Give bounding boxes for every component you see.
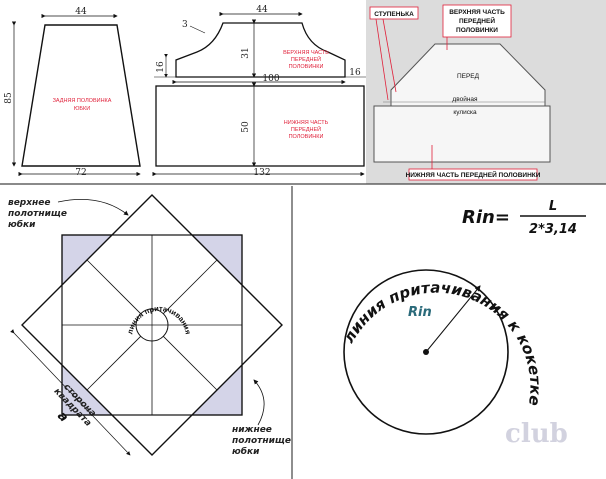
front-lower-label-3: ПОЛОВИНКИ [289,134,324,140]
bottom-label-2: полотнище [232,436,291,446]
upper-top-width: 44 [256,5,268,15]
right-side-drop: 16 [349,68,361,78]
front-upper-label-3: ПОЛОВИНКИ [289,64,324,70]
photo-lower-piece [373,105,551,163]
curve-offset: 3 [182,20,188,30]
upper-callout-2: ПЕРЕДНЕЙ [459,16,495,25]
front-upper-shape [175,22,346,78]
arc-label: линия притачивания к кокетке [340,279,545,407]
upper-base-width: 100 [262,74,279,84]
back-top-width: 44 [75,7,87,17]
front-lower-label-2: ПЕРЕДНЕЙ [291,125,321,133]
waist-circle-large [343,269,509,435]
lower-callout: НИЖНЯЯ ЧАСТЬ ПЕРЕДНЕЙ ПОЛОВИНКИ [406,170,541,179]
arc-label-text: линия притачивания к кокетке [340,279,545,407]
lower-width: 132 [253,168,270,178]
step-callout-box [369,6,419,20]
front-lower-shape [155,85,365,167]
watermark: club [505,419,568,449]
top-label-1: верхнее [8,198,50,208]
photo-panel: СТУПЕНЬКА ВЕРХНЯЯ ЧАСТЬ ПЕРЕДНЕЙ ПОЛОВИН… [366,0,606,184]
back-height: 85 [4,92,14,104]
front-upper-label-2: ПЕРЕДНЕЙ [291,55,321,63]
side-dimension-line [10,329,131,456]
upper-height: 31 [241,47,251,58]
curve-leader [189,25,206,34]
back-panel-label-1: ЗАДНЯЯ ПОЛОВИНКА [53,98,112,104]
bottom-label-3: юбки [232,446,260,457]
channel-label: кулиска [453,109,477,116]
formula-denominator: 2*3,14 [529,222,577,237]
front-lower-pattern: 50 132 НИЖНЯЯ ЧАСТЬ ПЕРЕДНЕЙ ПОЛОВИНКИ [152,82,365,178]
lower-height: 50 [241,121,251,133]
back-panel-label-2: ЮБКИ [74,106,90,112]
step-callout: СТУПЕНЬКА [374,11,414,18]
back-panel-pattern: 44 85 72 ЗАДНЯЯ ПОЛОВИНКА ЮБКИ [4,7,141,178]
left-side-drop: 16 [156,61,166,73]
lower-callout-box [408,168,538,181]
front-lower-label-1: НИЖНЯЯ ЧАСТЬ [284,120,329,126]
double-label: двойная [452,95,478,103]
top-label-2: полотнище [8,209,67,219]
bottom-label-arrow [253,379,265,426]
front-upper-label-1: ВЕРХНЯЯ ЧАСТЬ [283,50,329,56]
front-label: ПЕРЕД [457,73,480,80]
radius-label: Rin [408,305,432,320]
circle-diagram: Rin= L 2*3,14 Rin линия притачивания к к… [340,199,586,449]
step-pointer-1 [375,18,389,101]
formula-numerator: L [549,199,557,214]
upper-callout-box [442,4,512,38]
formula-lhs: Rin= [462,207,510,228]
square-skirt-diagram: линия притачивания верхнее полотнище юбк… [8,194,291,457]
top-label-arrow [57,199,129,216]
step-pointer-2 [382,18,397,93]
bottom-label-1: нижнее [232,425,272,435]
front-upper-pattern: 44 3 31 16 16 100 ВЕРХНЯЯ ЧАСТЬ ПЕРЕДНЕЙ… [154,5,366,85]
top-label-3: юбки [8,219,36,230]
side-symbol: a [54,409,71,426]
upper-callout-3: ПОЛОВИНКИ [456,27,498,34]
back-panel-shape [21,24,141,167]
back-bottom-width: 72 [75,168,86,178]
radius-line [425,285,481,353]
upper-callout-1: ВЕРХНЯЯ ЧАСТЬ [449,9,505,16]
